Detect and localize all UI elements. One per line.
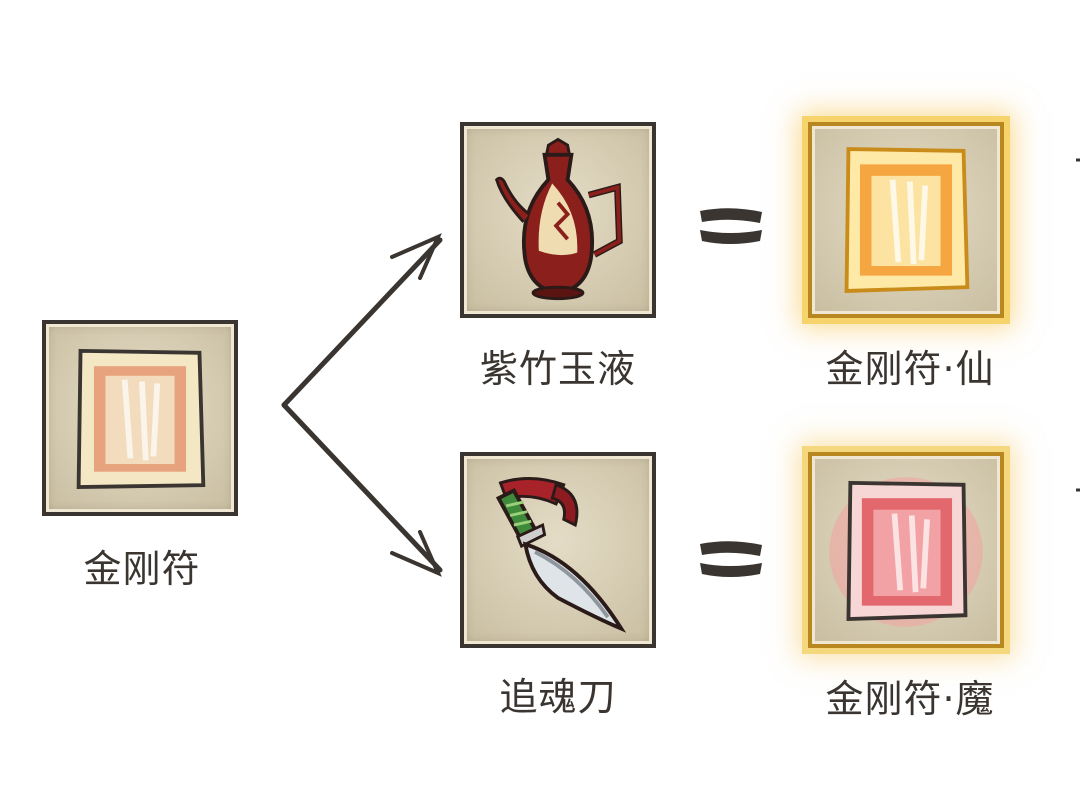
result-slot-bottom[interactable] xyxy=(808,452,1004,648)
curved-dagger-icon xyxy=(495,477,627,633)
result-top-label: 金刚符·仙 xyxy=(825,347,995,391)
upper-arrowhead-icon xyxy=(390,233,442,280)
result-bottom-label: 金刚符·魔 xyxy=(825,677,995,721)
equals-sign-icon xyxy=(700,541,762,577)
red-talisman-icon xyxy=(829,477,983,627)
result-slot-top[interactable] xyxy=(808,122,1004,318)
talisman-icon xyxy=(76,348,206,490)
golden-talisman-icon xyxy=(844,147,970,293)
wine-ewer-icon xyxy=(494,137,623,301)
base-item-slot[interactable] xyxy=(42,320,238,516)
lower-arrowhead-icon xyxy=(390,530,442,577)
ingredient-slot-top[interactable] xyxy=(460,122,656,318)
lower-branch-line xyxy=(281,402,443,573)
equals-sign-icon xyxy=(700,208,762,244)
upper-branch-line xyxy=(281,237,443,408)
ingredient-slot-bottom[interactable] xyxy=(460,452,656,648)
ingredient-bottom-label: 追魂刀 xyxy=(499,675,617,719)
ingredient-top-label: 紫竹玉液 xyxy=(479,347,636,391)
base-item-label: 金刚符 xyxy=(83,547,201,591)
offscreen-edge-marks xyxy=(1076,158,1080,492)
